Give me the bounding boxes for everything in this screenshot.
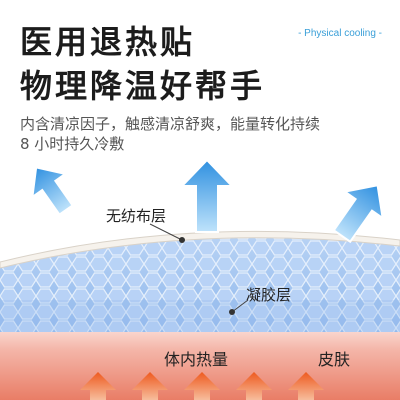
cool-arrow-icon xyxy=(31,166,74,216)
page-title-line1: 医用退热贴 xyxy=(20,23,196,61)
gel-leader-line xyxy=(231,299,249,313)
body-heat-label: 体内热量 xyxy=(164,350,229,369)
cool-arrow-icon xyxy=(332,184,384,244)
nonwoven-leader-line xyxy=(149,223,183,241)
gel-leader-dot xyxy=(229,309,235,315)
description-line2: 8 小时持久冷敷 xyxy=(20,135,125,153)
heat-arrow-icon xyxy=(80,372,116,400)
physical-cooling-tag: - Physical cooling - xyxy=(298,28,382,39)
gel-layer-label: 凝胶层 xyxy=(246,286,292,304)
nonwoven-layer xyxy=(0,230,400,269)
cool-arrow-icon xyxy=(179,158,235,233)
heat-arrow-icon xyxy=(132,372,168,400)
skin-label: 皮肤 xyxy=(318,350,351,369)
heat-arrow-icon xyxy=(184,372,220,400)
nonwoven-leader-dot xyxy=(179,237,185,243)
description-line1: 内含清凉因子，触感清凉舒爽，能量转化持续 xyxy=(20,115,321,133)
heat-arrow-icon xyxy=(288,372,324,400)
heat-arrow-icon xyxy=(236,372,272,400)
page-title-line2: 物理降温好帮手 xyxy=(20,67,266,105)
nonwoven-layer-label: 无纺布层 xyxy=(106,207,167,225)
